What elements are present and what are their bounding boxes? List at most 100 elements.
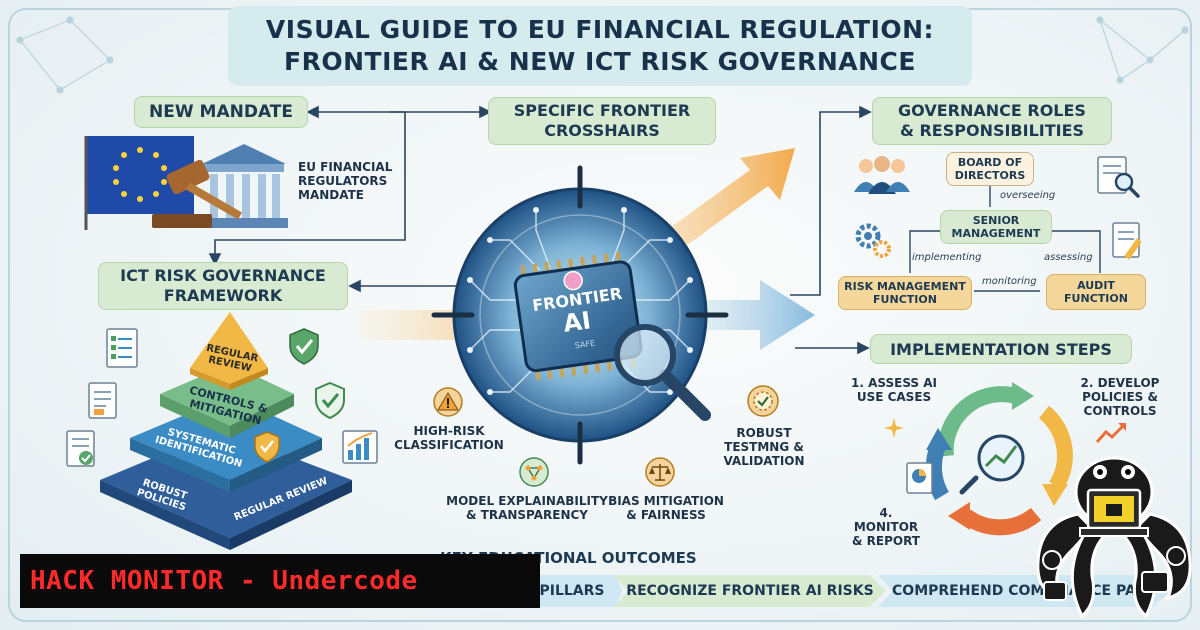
focus-testing-line-2: TESTMNG & <box>724 440 804 454</box>
assessing-label: assessing <box>1044 252 1093 263</box>
approved-document-icon <box>66 430 95 467</box>
people-group-icon <box>854 156 910 194</box>
step-1-label: 1. ASSESS AI USE CASES <box>846 376 942 404</box>
brain-network-icon <box>519 457 549 487</box>
mandate-caption-line-2: REGULATORS <box>298 174 388 188</box>
governance-pyramid <box>100 312 352 550</box>
step-2-line-3: CONTROLS <box>1083 404 1157 418</box>
eu-flag-gavel-building-illustration <box>84 136 288 230</box>
governance-heading-line-2: & RESPONSIBILITIES <box>899 121 1085 140</box>
cycle-arc-gold <box>1038 405 1073 491</box>
senior-line-2: MANAGEMENT <box>951 227 1041 240</box>
document-pencil-icon <box>1112 222 1142 260</box>
step-4-line-1: 4. MONITOR <box>853 506 919 534</box>
frontier-ai-target-illustration <box>360 148 815 465</box>
cycle-arc-blue <box>925 443 950 501</box>
checklist-document-icon <box>106 328 138 368</box>
board-line-2: DIRECTORS <box>954 169 1026 182</box>
ict-heading-line-2: FRAMEWORK <box>163 286 283 305</box>
focus-bias-line-2: & FAIRNESS <box>626 508 706 522</box>
bar-chart-icon <box>342 430 378 464</box>
focus-high-risk-line-2: CLASSIFICATION <box>394 438 504 452</box>
right-arrow-blue <box>660 280 815 350</box>
monitoring-label: monitoring <box>982 276 1037 287</box>
governance-heading-line-1: GOVERNANCE ROLES <box>898 101 1086 120</box>
step-2-line-2: POLICIES & <box>1082 390 1158 404</box>
step-1-line-1: 1. ASSESS AI <box>851 376 937 390</box>
focus-high-risk-line-1: HIGH-RISK <box>413 424 485 438</box>
title-line-1: VISUAL GUIDE TO EU FINANCIAL REGULATION: <box>265 15 935 44</box>
crosshairs-heading-line-1: SPECIFIC FRONTIER <box>513 101 691 120</box>
pyramid-top <box>190 312 268 384</box>
shield-gold-icon <box>254 431 280 463</box>
senior-line-1: SENIOR <box>972 214 1020 227</box>
focus-explainability-label: MODEL EXPLAINABILITY & TRANSPARENCY <box>446 494 608 522</box>
watermark-text: HACK MONITOR - Undercode <box>30 566 418 596</box>
watermark-banner: HACK MONITOR - Undercode <box>20 554 540 608</box>
focus-bias-label: BIAS MITIGATION & FAIRNESS <box>606 494 726 522</box>
implementing-label: implementing <box>912 252 982 263</box>
step-4-label: 4. MONITOR & REPORT <box>846 506 926 548</box>
gears-icon <box>855 223 891 258</box>
focus-explainability-line-2: & TRANSPARENCY <box>466 508 588 522</box>
shield-check-icon <box>289 328 319 365</box>
warning-icon <box>433 387 463 417</box>
senior-management-box: SENIOR MANAGEMENT <box>940 210 1052 244</box>
cycle-arc-orange <box>961 507 1042 536</box>
step-2-line-1: 2. DEVELOP <box>1080 376 1160 390</box>
audit-function-box: AUDIT FUNCTION <box>1046 274 1146 310</box>
governance-heading: GOVERNANCE ROLES & RESPONSIBILITIES <box>872 97 1112 145</box>
implementation-heading-text: IMPLEMENTATION STEPS <box>890 339 1112 359</box>
new-mandate-heading-text: NEW MANDATE <box>149 102 293 122</box>
governance-connectors <box>909 183 1101 292</box>
crosshairs-heading: SPECIFIC FRONTIER CROSSHAIRS <box>488 97 716 145</box>
report-document-icon <box>88 382 117 419</box>
focus-explainability-line-1: MODEL EXPLAINABILITY <box>446 494 608 508</box>
audit-line-1: AUDIT <box>1077 279 1115 292</box>
step-1-line-2: USE CASES <box>856 390 932 404</box>
risk-line-2: FUNCTION <box>873 293 937 306</box>
ict-heading-line-1: ICT RISK GOVERNANCE <box>120 266 326 285</box>
step-2-label: 2. DEVELOP POLICIES & CONTROLS <box>1070 376 1170 418</box>
title-line-2: FRONTIER AI & NEW ICT RISK GOVERNANCE <box>284 47 916 76</box>
document-search-icon <box>1097 156 1140 198</box>
risk-line-1: RISK MANAGEMENT <box>844 280 966 293</box>
mandate-caption: EU FINANCIAL REGULATORS MANDATE <box>298 160 398 202</box>
board-line-1: BOARD OF <box>957 156 1023 169</box>
shield-check-icon-2 <box>315 381 345 420</box>
sparkle-icon <box>884 418 904 438</box>
outcome-recognize-risks-text: RECOGNIZE FRONTIER AI RISKS <box>626 583 874 599</box>
implementation-cycle-diagram <box>925 382 1073 536</box>
scales-icon <box>645 457 675 487</box>
pyramid-level-2 <box>160 364 294 426</box>
implementation-heading: IMPLEMENTATION STEPS <box>870 334 1132 364</box>
overseeing-label: overseeing <box>1000 190 1056 201</box>
mandate-caption-line-1: EU FINANCIAL <box>298 160 393 174</box>
focus-bias-line-1: BIAS MITIGATION <box>608 494 724 508</box>
badge-check-icon <box>747 385 779 417</box>
page-title: VISUAL GUIDE TO EU FINANCIAL REGULATION:… <box>228 6 972 86</box>
bank-building-icon <box>200 144 288 228</box>
gavel-icon <box>152 159 242 228</box>
crosshairs-heading-line-2: CROSSHAIRS <box>544 121 660 140</box>
new-mandate-heading: NEW MANDATE <box>134 96 308 128</box>
crosshair-ticks <box>431 165 729 465</box>
audit-line-2: FUNCTION <box>1064 292 1128 305</box>
octopus-hacker-logo <box>1036 456 1192 619</box>
risk-management-function-box: RISK MANAGEMENT FUNCTION <box>838 276 972 310</box>
trend-arrow-icon <box>1095 423 1126 444</box>
focus-testing-line-1: ROBUST <box>736 426 792 440</box>
focus-high-risk-label: HIGH-RISK CLASSIFICATION <box>374 424 524 452</box>
outcome-pillars-text: PILLARS <box>539 583 605 599</box>
report-icon <box>906 462 933 494</box>
step-4-line-2: & REPORT <box>852 534 920 548</box>
focus-testing-line-3: VALIDATION <box>723 454 805 468</box>
board-of-directors-box: BOARD OF DIRECTORS <box>946 152 1034 186</box>
magnifying-glass-icon <box>614 324 711 421</box>
outcome-recognize-risks: RECOGNIZE FRONTIER AI RISKS <box>614 575 886 607</box>
ict-framework-heading: ICT RISK GOVERNANCE FRAMEWORK <box>98 262 348 310</box>
pyramid-level-3 <box>130 396 322 480</box>
focus-testing-label: ROBUST TESTMNG & VALIDATION <box>712 426 816 468</box>
